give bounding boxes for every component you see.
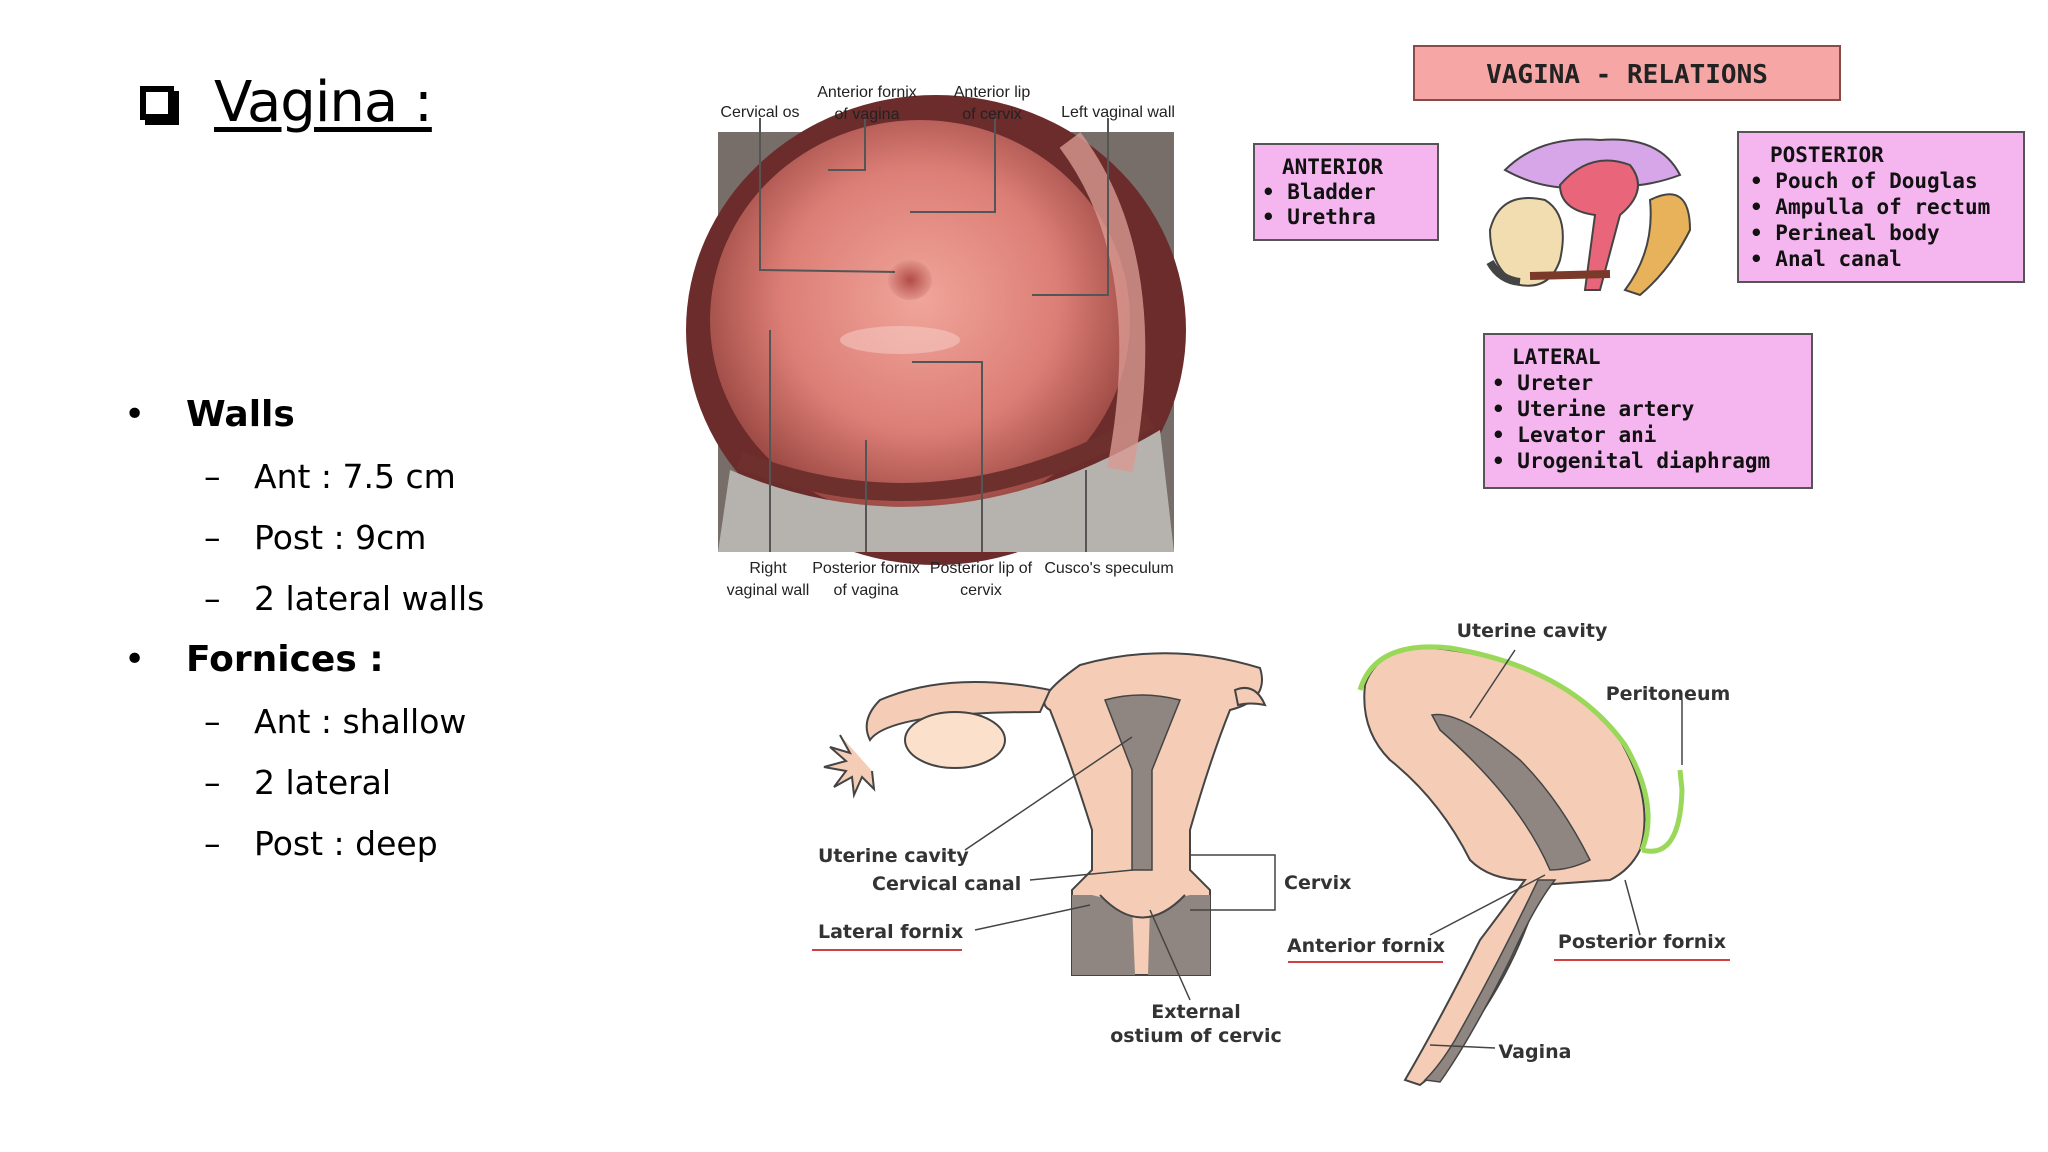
posterior-box (1737, 131, 2025, 283)
cervical-os-mark (888, 260, 932, 300)
lateral-title: LATERAL (1512, 345, 1601, 369)
sub-bullet: Post : deep (124, 819, 484, 880)
sub-bullet: 2 lateral walls (124, 574, 484, 635)
anterior-item: • Urethra (1262, 205, 1376, 229)
posterior-title: POSTERIOR (1770, 143, 1884, 167)
posterior-item: • Perineal body (1750, 221, 1940, 245)
label-peritoneum: Peritoneum (1606, 683, 1731, 705)
relations-diagram: VAGINA - RELATIONS ANTERIOR • Bladder • … (1253, 45, 2025, 489)
label-anterior-lip: Anterior lip (954, 84, 1031, 101)
label-posterior-fornix-2: of vagina (834, 582, 899, 599)
posterior-item: • Anal canal (1750, 247, 1902, 271)
label-external-ostium-2: ostium of cervic (1110, 1025, 1282, 1047)
slide-title: Vagina : (140, 70, 433, 135)
lateral-item: • Ureter (1492, 371, 1593, 395)
peritoneum-line (1357, 644, 1651, 851)
lateral-item: • Urogenital diaphragm (1492, 449, 1770, 473)
label-right-wall-2: vaginal wall (727, 582, 810, 599)
label-cervical-canal: Cervical canal (872, 873, 1021, 895)
label-uterine-cavity: Uterine cavity (818, 845, 969, 867)
anterior-title: ANTERIOR (1282, 155, 1384, 179)
title-text: Vagina : (214, 70, 433, 135)
checkbox-bullet-icon (140, 85, 179, 125)
label-posterior-lip: Posterior lip of (930, 560, 1033, 577)
label-posterior-fornix: Posterior fornix (812, 560, 920, 577)
bullet-fornices: Fornices : (124, 635, 484, 697)
coronal-uterus-diagram: Uterine cavity Cervical canal Lateral fo… (812, 652, 1351, 1047)
label-anterior-fornix: Anterior fornix (817, 84, 917, 101)
label-lateral-fornix: Lateral fornix (818, 921, 963, 943)
anterior-box (1253, 143, 1439, 241)
label-anterior-lip-2: of cervix (962, 106, 1022, 123)
photo-labels: Cervical os Anterior fornix of vagina An… (720, 84, 1174, 599)
label-posterior-fornix: Posterior fornix (1558, 931, 1726, 953)
label-vagina: Vagina (1499, 1041, 1572, 1063)
anterior-item: • Bladder (1262, 180, 1376, 204)
relations-heading-box (1413, 45, 1841, 101)
sagittal-uterus-diagram: Uterine cavity Peritoneum Anterior forni… (1287, 620, 1731, 1087)
ovary-shape (904, 711, 1006, 769)
lateral-item: • Levator ani (1492, 423, 1656, 447)
label-cervix: Cervix (1284, 872, 1351, 894)
label-left-vaginal-wall: Left vaginal wall (1061, 104, 1175, 121)
sub-bullet: Ant : shallow (124, 697, 484, 758)
label-right-wall: Right (749, 560, 787, 577)
posterior-item: • Pouch of Douglas (1750, 169, 1978, 193)
label-external-ostium: External (1151, 1001, 1240, 1023)
label-posterior-lip-2: cervix (960, 582, 1002, 599)
lateral-box (1483, 333, 1813, 489)
label-cuscos-speculum: Cusco's speculum (1044, 560, 1173, 577)
bullet-list: Walls Ant : 7.5 cm Post : 9cm 2 lateral … (124, 390, 484, 880)
sub-bullet: 2 lateral (124, 758, 484, 819)
label-cervical-os: Cervical os (720, 104, 799, 121)
sub-bullet: Post : 9cm (124, 513, 484, 574)
label-anterior-fornix-2: of vagina (835, 106, 900, 123)
sub-bullet: Ant : 7.5 cm (124, 452, 484, 513)
relations-heading: VAGINA - RELATIONS (1486, 60, 1768, 90)
bullet-walls: Walls (124, 390, 484, 452)
pelvic-sagittal-illustration (1486, 138, 1692, 297)
label-anterior-fornix: Anterior fornix (1287, 935, 1445, 957)
posterior-item: • Ampulla of rectum (1750, 195, 1990, 219)
label-sagittal-uterine-cavity: Uterine cavity (1457, 620, 1608, 642)
colposcopy-photo (686, 95, 1186, 565)
lateral-item: • Uterine artery (1492, 397, 1695, 421)
